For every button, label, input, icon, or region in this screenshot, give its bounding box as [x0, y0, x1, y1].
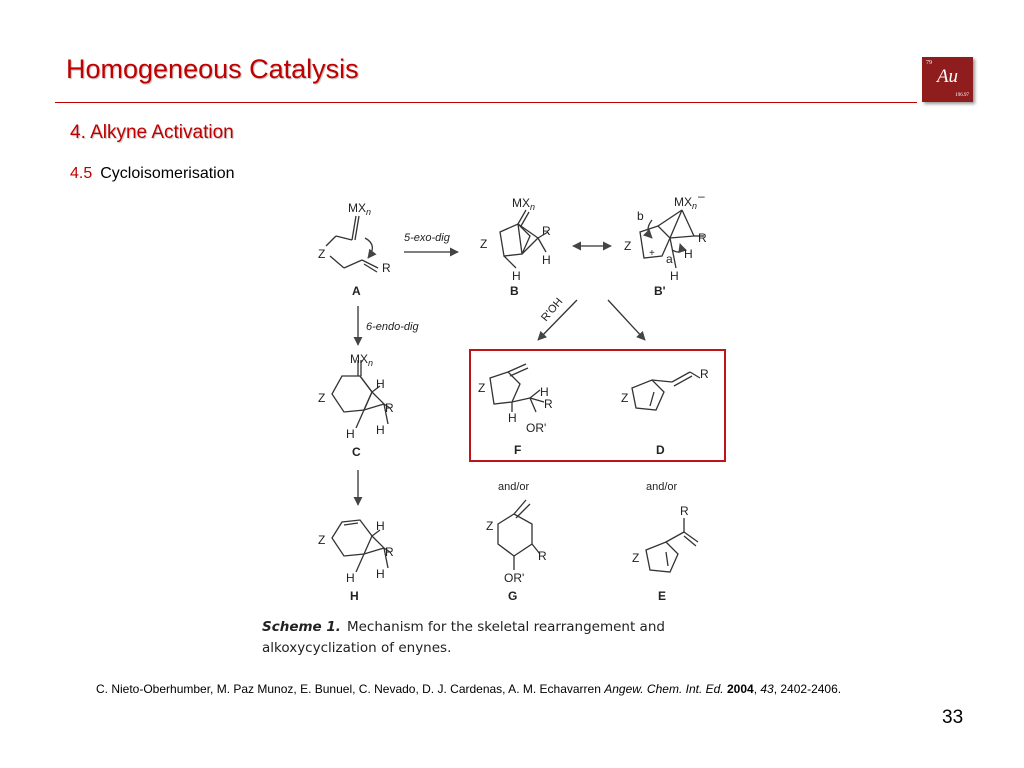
atom-r-e: R: [680, 504, 689, 518]
atom-a-bp: a: [666, 252, 673, 266]
structure-d: [631, 371, 701, 411]
caption-text: Mechanism for the skeletal rearrangement…: [262, 619, 665, 656]
atom-h-b2: H: [512, 269, 521, 283]
compound-label-a: A: [352, 284, 361, 298]
label-and-or-1: and/or: [498, 481, 530, 493]
atom-h-b1: H: [542, 253, 551, 267]
atom-h-bp2: H: [670, 269, 679, 283]
structure-c: [331, 360, 391, 429]
arrow-to-d: [607, 299, 646, 341]
atom-r-a: R: [382, 261, 391, 275]
gold-element-logo: 79 Au 196.97: [922, 57, 973, 102]
atom-z-e: Z: [632, 551, 639, 565]
reference-journal: Angew. Chem. Int. Ed.: [604, 682, 724, 696]
label-and-or-2: and/or: [646, 481, 678, 493]
atom-z-f: Z: [478, 381, 485, 395]
structure-h: [331, 519, 391, 573]
atom-z-c: Z: [318, 391, 325, 405]
atom-h-h3: H: [346, 571, 355, 585]
label-roh: R'OH: [539, 296, 565, 324]
atom-h-f1: H: [540, 385, 549, 399]
compound-label-b-prime: B': [654, 284, 666, 298]
products-highlight-box: [469, 349, 726, 462]
atom-z-g: Z: [486, 519, 493, 533]
atom-h-f2: H: [508, 411, 517, 425]
label-5-exo-dig: 5-exo-dig: [404, 232, 451, 244]
section-heading: 4. Alkyne Activation: [70, 122, 234, 143]
atom-r-h: R: [385, 545, 394, 559]
reference-pages: , 2402-2406.: [773, 682, 842, 696]
subsection-title: Cycloisomerisation: [100, 165, 235, 182]
atom-r-g: R: [538, 549, 547, 563]
atom-z-d: Z: [621, 391, 628, 405]
slide-title: Homogeneous Catalysis: [66, 54, 359, 84]
reference-authors: C. Nieto-Oberhumber, M. Paz Munoz, E. Bu…: [96, 682, 601, 696]
title-divider: [55, 102, 917, 103]
structure-g: [497, 499, 541, 570]
reference-volume: 43: [760, 682, 774, 696]
atom-minus-bp: –: [698, 190, 705, 203]
compound-label-e: E: [658, 589, 666, 603]
atom-z-b: Z: [480, 237, 487, 251]
structure-f: [489, 363, 545, 413]
compound-label-f: F: [514, 443, 521, 457]
atom-or-f: OR': [526, 421, 546, 435]
compound-label-d: D: [656, 443, 665, 457]
atom-h-c2: H: [376, 423, 385, 437]
atom-metal-bp: MXn: [674, 195, 697, 211]
atom-metal-b: MXn: [512, 196, 535, 212]
arrow-roh: [537, 299, 578, 341]
compound-label-h: H: [350, 589, 359, 603]
atom-h-c3: H: [346, 427, 355, 441]
page-number: 33: [942, 707, 964, 728]
atom-z-h: Z: [318, 533, 325, 547]
atom-h-h1: H: [376, 519, 385, 533]
atom-r-b: R: [542, 224, 551, 238]
compound-label-b: B: [510, 284, 519, 298]
atom-h-bp1: H: [684, 247, 693, 261]
scheme-caption: Scheme 1.Mechanism for the skeletal rear…: [262, 617, 782, 659]
atom-h-c1: H: [376, 377, 385, 391]
logo-symbol: Au: [936, 66, 959, 87]
atom-z-a: Z: [318, 247, 325, 261]
reference-year: 2004: [726, 682, 754, 696]
atom-r-d: R: [700, 367, 709, 381]
atom-h-h2: H: [376, 567, 385, 581]
atom-or-g: OR': [504, 571, 524, 585]
compound-label-g: G: [508, 589, 517, 603]
atom-r-f: R: [544, 397, 553, 411]
atom-metal-a: MXn: [348, 201, 371, 217]
compound-label-c: C: [352, 445, 361, 459]
caption-label: Scheme 1.: [262, 619, 341, 635]
atom-r-c: R: [385, 401, 394, 415]
structure-b-prime: [639, 209, 704, 269]
logo-atomic-mass: 196.97: [955, 93, 969, 98]
subsection-heading: 4.5 Cycloisomerisation: [70, 165, 235, 183]
label-6-endo-dig: 6-endo-dig: [366, 321, 419, 333]
atom-z-bp: Z: [624, 239, 631, 253]
structure-b: [499, 209, 549, 269]
logo-atomic-number: 79: [926, 60, 932, 66]
atom-b-bp: b: [637, 209, 644, 223]
reference: C. Nieto-Oberhumber, M. Paz Munoz, E. Bu…: [96, 682, 842, 696]
subsection-number: 4.5: [70, 165, 93, 182]
structure-e: [645, 518, 699, 573]
atom-metal-c: MXn: [350, 352, 373, 368]
reaction-scheme: MXn Z R MXn Z R H H MXn – b Z + a R H H …: [318, 190, 726, 603]
atom-r-bp: R: [698, 231, 707, 245]
structure-a: [325, 215, 379, 273]
atom-plus-bp: +: [649, 248, 655, 259]
